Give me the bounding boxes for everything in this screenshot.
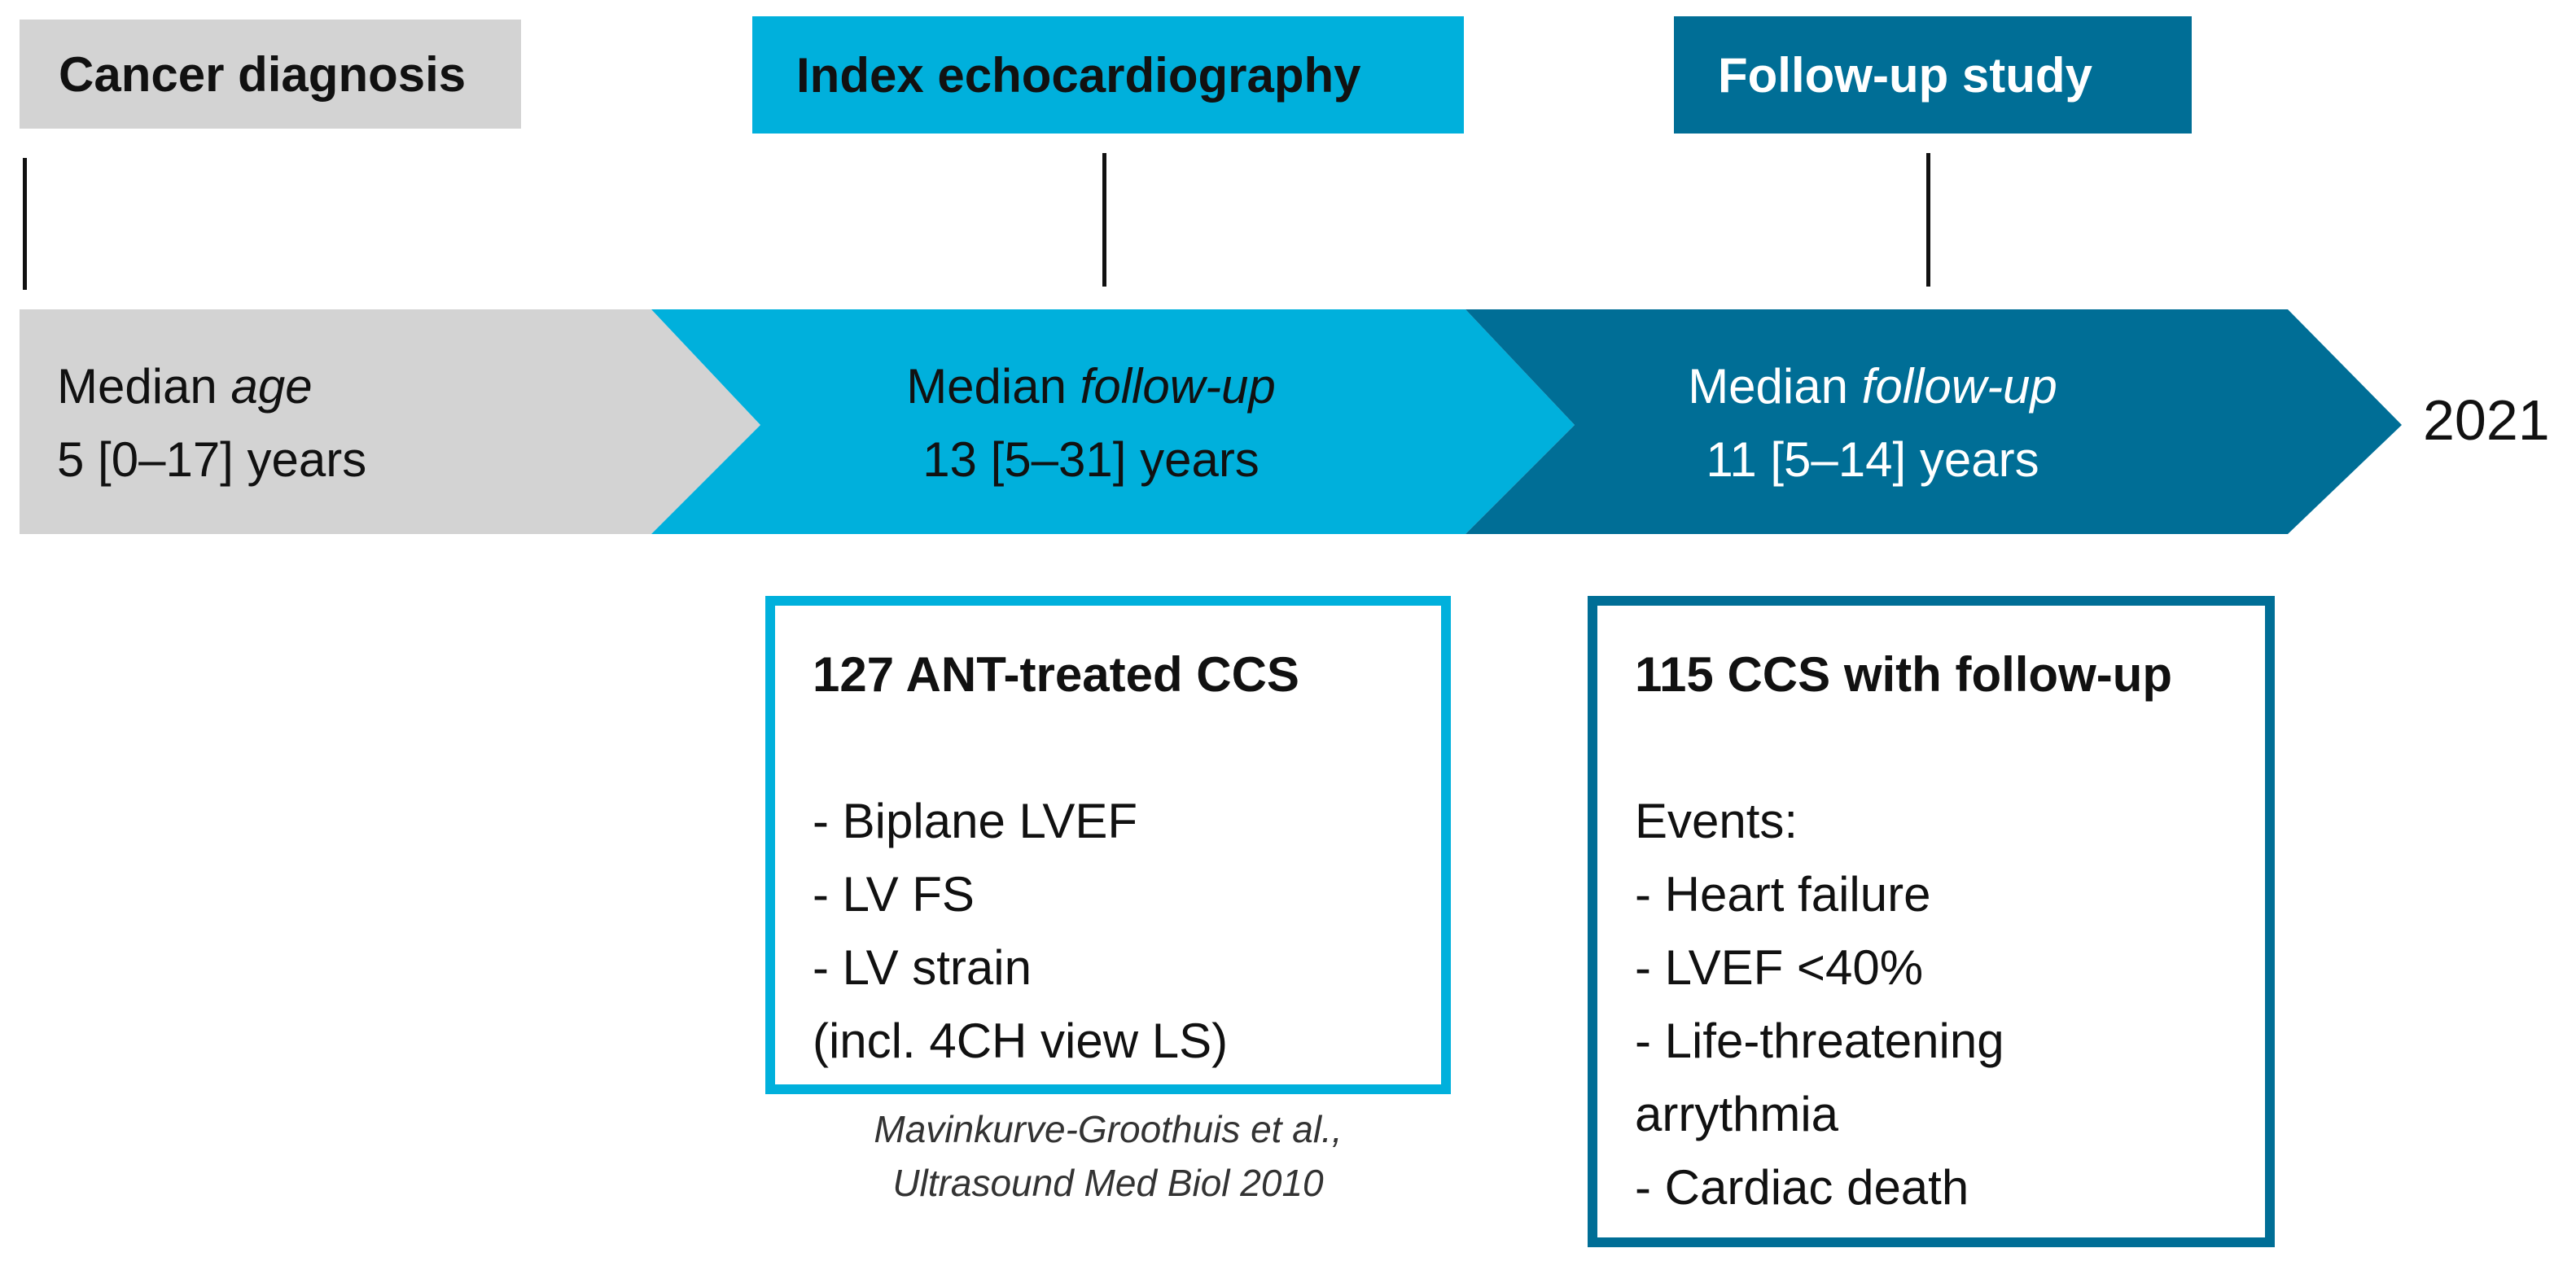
arrow-segment-study-follow-up bbox=[1465, 309, 2402, 534]
index-cohort-item: - Biplane LVEF bbox=[813, 794, 1138, 848]
segment-age-text: Median age 5 [0–17] years bbox=[57, 350, 366, 497]
segment-index-follow-up-heading: Median follow-up bbox=[782, 350, 1400, 423]
follow-up-cohort-title: 115 CCS with follow-up bbox=[1635, 647, 2173, 702]
segment-age-emph: age bbox=[230, 359, 313, 414]
segment-index-follow-up-text: Median follow-up 13 [5–31] years bbox=[782, 350, 1400, 497]
header-follow-up-study: Follow-up study bbox=[1674, 16, 2192, 134]
header-index-echocardiography-label: Index echocardiography bbox=[796, 47, 1361, 103]
timeline-end-year: 2021 bbox=[2423, 388, 2550, 452]
index-cohort-item: - LV FS bbox=[813, 867, 975, 922]
segment-age-prefix: Median bbox=[57, 359, 231, 414]
index-cohort-spacer bbox=[813, 712, 1299, 785]
header-cancer-diagnosis: Cancer diagnosis bbox=[20, 20, 521, 129]
arrow-segment-age bbox=[20, 309, 760, 534]
citation: Mavinkurve-Groothuis et al., Ultrasound … bbox=[765, 1102, 1451, 1210]
citation-line-2: Ultrasound Med Biol 2010 bbox=[892, 1162, 1324, 1204]
index-cohort-content: 127 ANT-treated CCS - Biplane LVEF - LV … bbox=[813, 638, 1299, 1078]
follow-up-cohort-content: 115 CCS with follow-up Events: - Heart f… bbox=[1635, 638, 2172, 1224]
segment-study-follow-up-text: Median follow-up 11 [5–14] years bbox=[1596, 350, 2149, 497]
tick-index-echocardiography bbox=[1102, 153, 1106, 287]
segment-index-follow-up-prefix: Median bbox=[906, 359, 1080, 414]
follow-up-event-item: arrythmia bbox=[1635, 1087, 1839, 1141]
follow-up-event-item: - Cardiac death bbox=[1635, 1160, 1969, 1215]
segment-study-follow-up-range: 11 [5–14] years bbox=[1706, 432, 2039, 487]
tick-follow-up-study bbox=[1926, 153, 1930, 287]
segment-index-follow-up-emph: follow-up bbox=[1080, 359, 1276, 414]
tick-cancer-diagnosis bbox=[23, 158, 27, 290]
segment-study-follow-up-emph: follow-up bbox=[1861, 359, 2057, 414]
segment-index-follow-up-range: 13 [5–31] years bbox=[922, 432, 1260, 487]
follow-up-events-label: Events: bbox=[1635, 794, 1798, 848]
follow-up-event-item: - Life-threatening bbox=[1635, 1014, 2004, 1068]
header-follow-up-study-label: Follow-up study bbox=[1718, 47, 2092, 103]
index-cohort-item: (incl. 4CH view LS) bbox=[813, 1014, 1229, 1068]
follow-up-cohort-box: 115 CCS with follow-up Events: - Heart f… bbox=[1588, 596, 2275, 1247]
citation-line-1: Mavinkurve-Groothuis et al., bbox=[874, 1108, 1343, 1150]
index-cohort-box: 127 ANT-treated CCS - Biplane LVEF - LV … bbox=[765, 596, 1451, 1094]
index-cohort-item: - LV strain bbox=[813, 940, 1032, 995]
header-index-echocardiography: Index echocardiography bbox=[752, 16, 1464, 134]
index-cohort-title: 127 ANT-treated CCS bbox=[813, 647, 1299, 702]
follow-up-event-item: - Heart failure bbox=[1635, 867, 1931, 922]
segment-age-heading: Median age bbox=[57, 350, 366, 423]
follow-up-cohort-spacer bbox=[1635, 712, 2172, 785]
segment-study-follow-up-prefix: Median bbox=[1688, 359, 1862, 414]
segment-age-range: 5 [0–17] years bbox=[57, 432, 367, 487]
header-cancer-diagnosis-label: Cancer diagnosis bbox=[59, 46, 467, 102]
arrow-segment-index-follow-up bbox=[651, 309, 1575, 534]
follow-up-event-item: - LVEF <40% bbox=[1635, 940, 1924, 995]
segment-study-follow-up-heading: Median follow-up bbox=[1596, 350, 2149, 423]
